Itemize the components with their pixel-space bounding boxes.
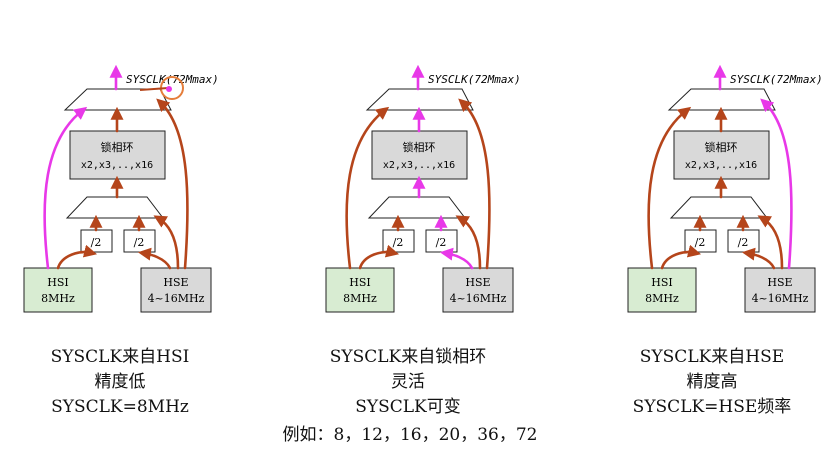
sysclk-label: SYSCLK(72Mmax) <box>126 73 219 86</box>
hse-divider-label: /2 <box>134 236 145 249</box>
hsi-freq: 8MHz <box>41 292 75 305</box>
hse-box <box>744 267 816 313</box>
hse-name: HSE <box>465 276 490 289</box>
hse-name: HSE <box>163 276 188 289</box>
hse-to-sysclk-arrow <box>760 98 793 270</box>
caption-pll-line3: SYSCLK可变 <box>355 397 461 417</box>
caption-pll: SYSCLK来自锁相环 灵活 SYSCLK可变 <box>308 345 508 420</box>
hsi-freq: 8MHz <box>343 292 377 305</box>
hsi-to-divider-arrow <box>660 244 702 270</box>
hse-divider-label: /2 <box>436 236 447 249</box>
highlight-dot <box>166 86 172 92</box>
pll-source-mux <box>669 196 769 219</box>
hsi-to-divider-arrow <box>56 244 98 270</box>
hsi-box <box>627 267 697 313</box>
hse-freq: 4~16MHz <box>148 292 205 305</box>
pll-multipliers: x2,x3,..,x16 <box>685 160 757 171</box>
pll-title: 锁相环 <box>705 140 738 154</box>
hse-box <box>442 267 514 313</box>
hse-divider-label: /2 <box>738 236 749 249</box>
sysclk-label: SYSCLK(72Mmax) <box>428 73 521 86</box>
highlight-pointer <box>139 87 169 91</box>
hse-to-divider-arrow <box>741 247 776 270</box>
caption-hse-line2: 精度高 <box>686 372 738 392</box>
hse-to-divider-arrow <box>439 247 474 270</box>
pll-box <box>69 130 166 180</box>
hse-to-pll-mux-arrow <box>757 215 784 270</box>
sysclk-mux <box>63 88 172 111</box>
caption-hsi: SYSCLK来自HSI 精度低 SYSCLK=8MHz <box>20 345 220 420</box>
caption-hsi-line1: SYSCLK来自HSI <box>50 347 190 367</box>
sysclk-mux <box>667 88 776 111</box>
hsi-to-divider-arrow <box>358 244 400 270</box>
hsi-freq: 8MHz <box>645 292 679 305</box>
hse-freq: 4~16MHz <box>752 292 809 305</box>
hsi-to-sysclk-arrow <box>43 106 88 270</box>
hsi-to-sysclk-arrow <box>647 106 692 270</box>
caption-hsi-line3: SYSCLK=8MHz <box>51 397 189 417</box>
sysclk-label: SYSCLK(72Mmax) <box>730 73 823 86</box>
example-frequencies: 例如：8，12，16，20，36，72 <box>282 425 538 445</box>
pll-source-mux <box>367 196 467 219</box>
hsi-box <box>325 267 395 313</box>
hse-to-divider-arrow <box>137 247 172 270</box>
hse-name: HSE <box>767 276 792 289</box>
hsi-to-sysclk-arrow <box>345 106 390 270</box>
hsi-divider-label: /2 <box>695 236 706 249</box>
pll-title: 锁相环 <box>403 140 436 154</box>
hsi-box <box>23 267 93 313</box>
hse-to-pll-mux-arrow <box>455 215 482 270</box>
caption-hse-line3: SYSCLK=HSE频率 <box>632 397 792 417</box>
caption-pll-line2: 灵活 <box>391 372 425 392</box>
pll-multipliers: x2,x3,..,x16 <box>383 160 455 171</box>
sysclk-mux <box>365 88 474 111</box>
caption-hsi-line2: 精度低 <box>94 372 146 392</box>
hsi-divider-label: /2 <box>393 236 404 249</box>
caption-pll-line1: SYSCLK来自锁相环 <box>329 347 487 367</box>
caption-hse-line1: SYSCLK来自HSE <box>639 347 785 367</box>
pll-box <box>371 130 468 180</box>
hse-to-sysclk-arrow <box>458 98 491 270</box>
pll-title: 锁相环 <box>101 140 134 154</box>
hsi-name: HSI <box>47 276 68 289</box>
hse-freq: 4~16MHz <box>450 292 507 305</box>
hse-to-pll-mux-arrow <box>153 215 180 270</box>
hsi-name: HSI <box>651 276 672 289</box>
pll-box <box>673 130 770 180</box>
hse-box <box>140 267 212 313</box>
pll-multipliers: x2,x3,..,x16 <box>81 160 153 171</box>
hsi-divider-label: /2 <box>91 236 102 249</box>
caption-hse: SYSCLK来自HSE 精度高 SYSCLK=HSE频率 <box>612 345 812 420</box>
hse-to-sysclk-arrow <box>156 98 189 270</box>
hsi-name: HSI <box>349 276 370 289</box>
pll-source-mux <box>65 196 165 219</box>
